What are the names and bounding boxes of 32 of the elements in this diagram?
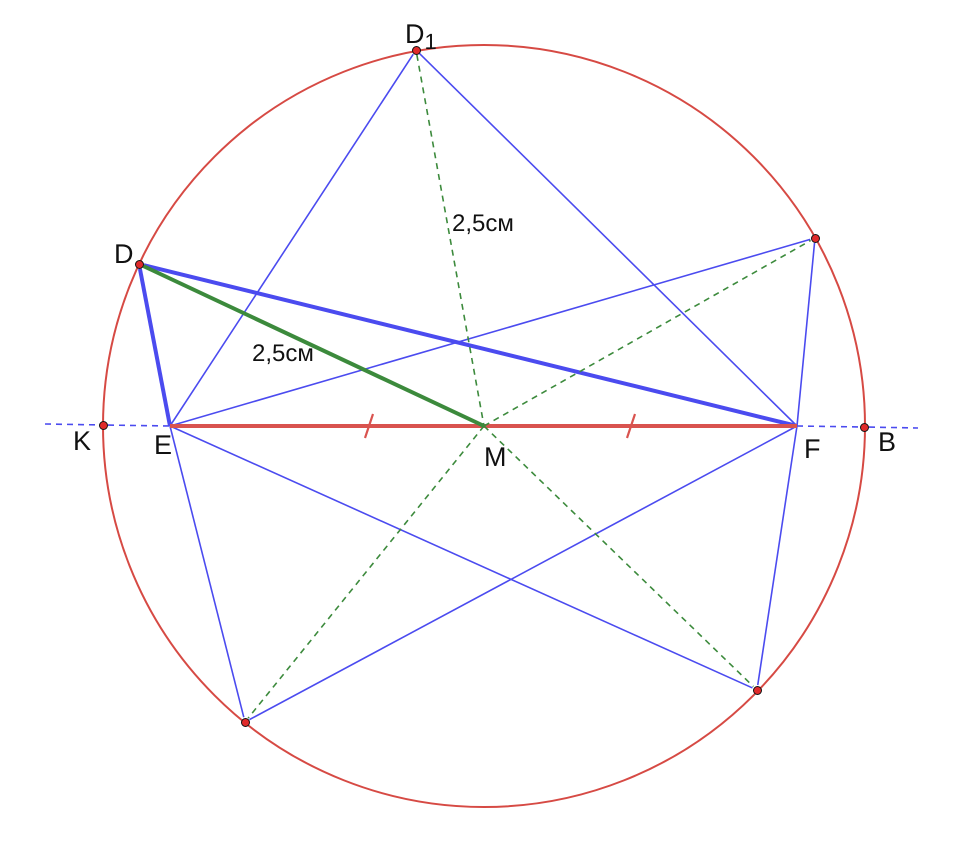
dashed-line [108, 424, 170, 427]
dashed-line [868, 426, 918, 429]
point-label: B [878, 429, 896, 456]
point-marker [752, 686, 762, 694]
edge-label: 2,5см [252, 342, 314, 366]
line-segment [249, 425, 798, 720]
line-segment [169, 54, 414, 426]
line-segment [796, 242, 816, 426]
line-segment [138, 268, 172, 426]
point-marker [810, 234, 820, 242]
point-label: D$_{1}$ [405, 21, 437, 48]
dashed-line [484, 240, 812, 427]
dashed-line [483, 425, 754, 688]
point-label: M [484, 444, 506, 471]
dashed-line [416, 54, 485, 426]
dashed-line [796, 425, 860, 428]
line-segment [169, 426, 245, 718]
edge-label: 2,5см [452, 212, 514, 236]
point-marker [134, 260, 144, 268]
point-marker [98, 420, 108, 430]
dashed-line [248, 426, 485, 719]
line-segment [142, 264, 485, 428]
line-segment [170, 424, 797, 428]
point-label: F [804, 436, 820, 463]
point-label: D [114, 241, 134, 268]
line-segment [756, 426, 798, 686]
point-marker [412, 46, 420, 54]
point-marker [860, 422, 868, 432]
point-marker [240, 718, 250, 726]
line-segment [170, 425, 753, 689]
point-label: K [73, 428, 92, 455]
point-label: E [154, 432, 172, 459]
